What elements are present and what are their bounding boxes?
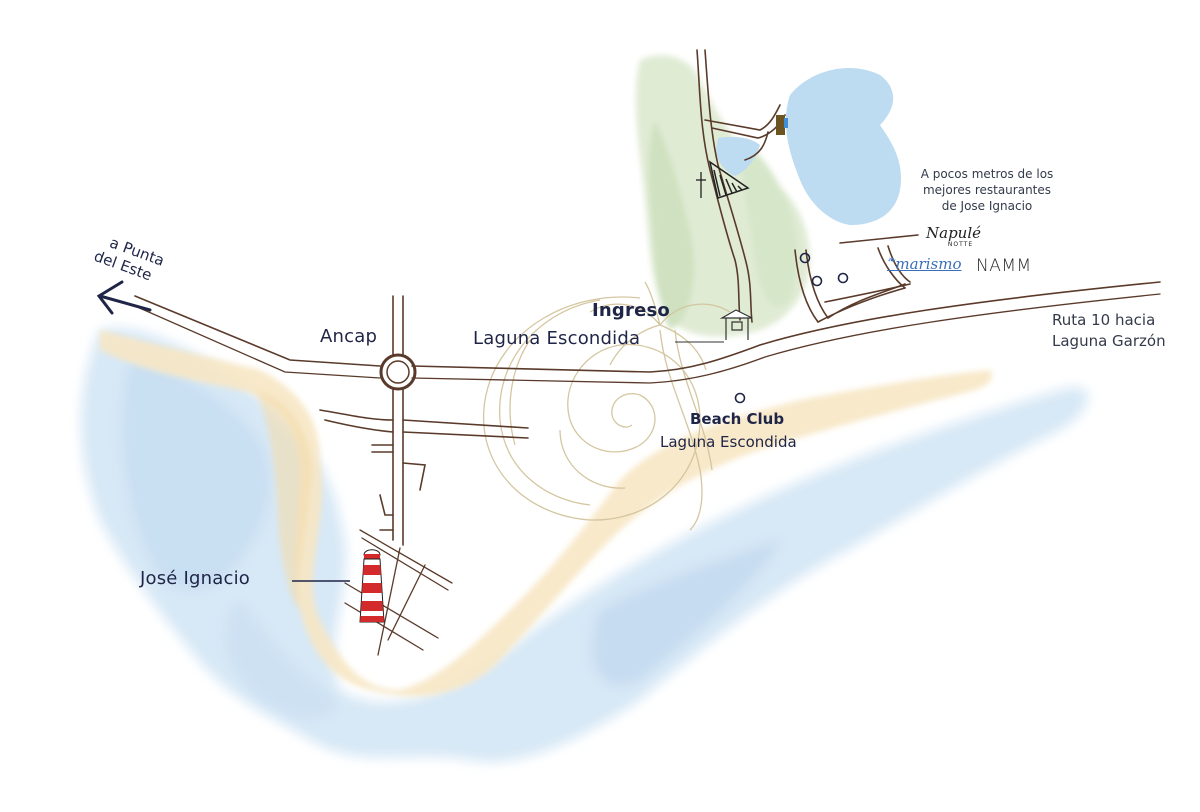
napule-notte-logo: Napulé NOTTE <box>926 224 982 249</box>
restaurants-note-line3: de Jose Ignacio <box>941 199 1033 213</box>
dock-icon <box>776 115 788 135</box>
laguna-escondida-lake <box>785 67 901 225</box>
beach-club-title: Beach Club <box>690 410 785 428</box>
sand-area <box>100 330 992 696</box>
restaurants-note: A pocos metros de los mejores restaurant… <box>914 166 1060 214</box>
napule-logo-text: Napulé <box>926 224 982 242</box>
ingreso-subtitle: Laguna Escondida <box>473 328 641 349</box>
chapel-cross-icon <box>696 172 706 198</box>
ruta-10-line2: Laguna Garzón <box>1052 332 1166 350</box>
notte-logo-text: NOTTE <box>947 241 974 248</box>
spiral-logo-icon <box>482 281 731 531</box>
small-pond <box>716 136 760 176</box>
marismo-logo: ❧marismo <box>887 255 961 273</box>
lighthouse-icon <box>359 549 385 623</box>
ruta-10-line1: Ruta 10 hacia <box>1052 311 1156 329</box>
marismo-fish-icon: ❧ <box>887 255 896 266</box>
jose-ignacio-label: José Ignacio <box>140 568 250 589</box>
beach-club-marker-icon <box>734 392 746 404</box>
entrance-gate-icon <box>719 309 753 340</box>
arrow-left-icon <box>96 280 152 315</box>
restaurants-note-line1: A pocos metros de los <box>920 167 1054 181</box>
ingreso-title: Ingreso <box>592 300 670 321</box>
chapel-icon <box>708 160 750 199</box>
beach-club-subtitle: Laguna Escondida <box>660 433 797 451</box>
ruta-10-label: Ruta 10 hacia Laguna Garzón <box>1052 310 1166 352</box>
restaurants-note-line2: mejores restaurantes <box>922 183 1052 197</box>
namm-logo: NAMM <box>976 256 1032 276</box>
roundabout-icon <box>379 353 417 391</box>
ancap-label: Ancap <box>320 326 378 347</box>
ruta-10-road <box>134 281 1161 373</box>
house-markers <box>799 252 849 287</box>
marismo-logo-text: marismo <box>895 255 962 273</box>
